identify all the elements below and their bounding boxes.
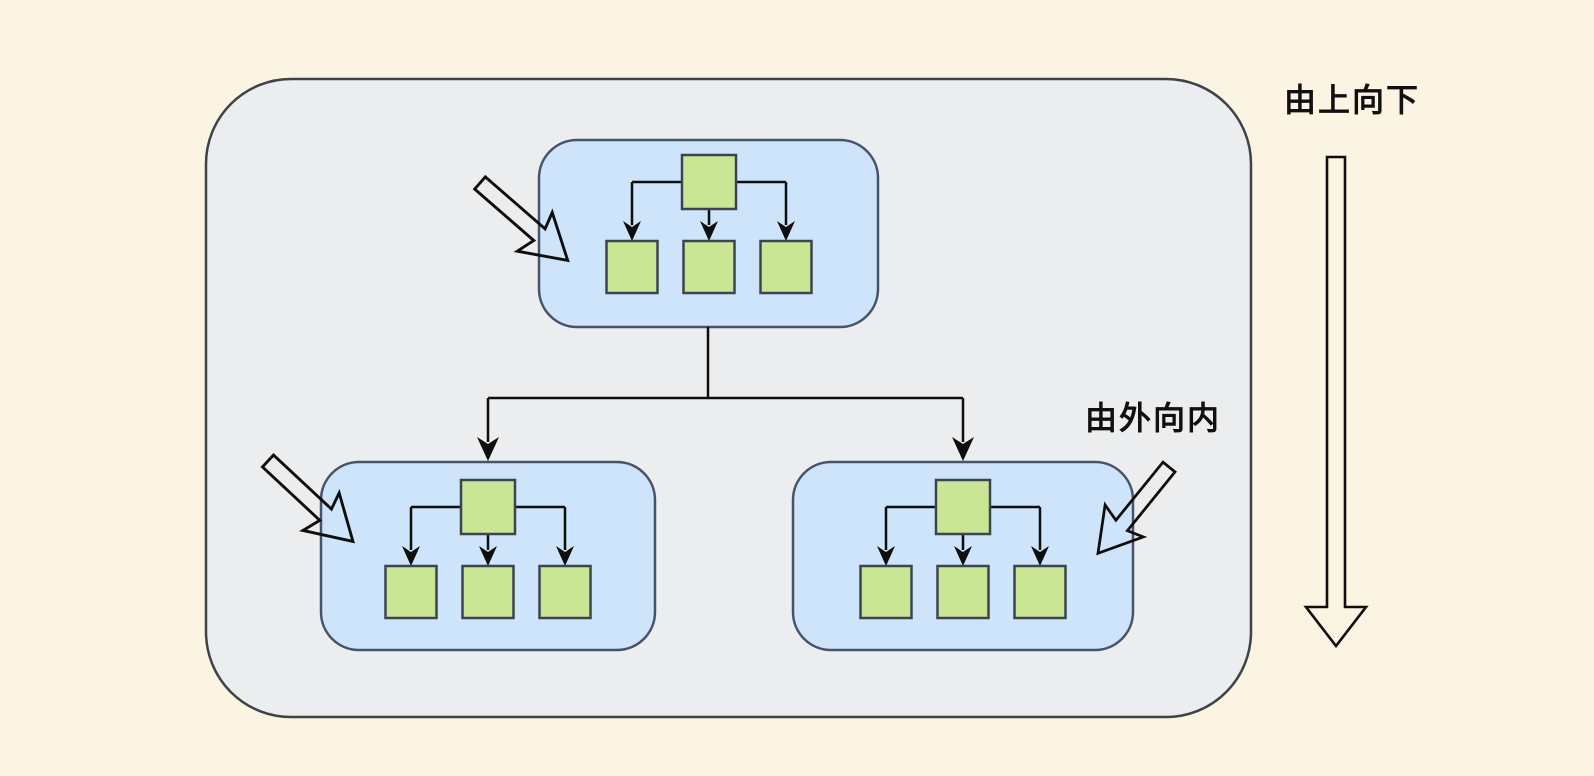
- label-outside-to-inside: 由外向内: [1085, 399, 1221, 437]
- label-top-to-bottom: 由上向下: [1284, 81, 1420, 119]
- group-connectors: [477, 327, 974, 461]
- long-down-arrow: [1303, 155, 1369, 649]
